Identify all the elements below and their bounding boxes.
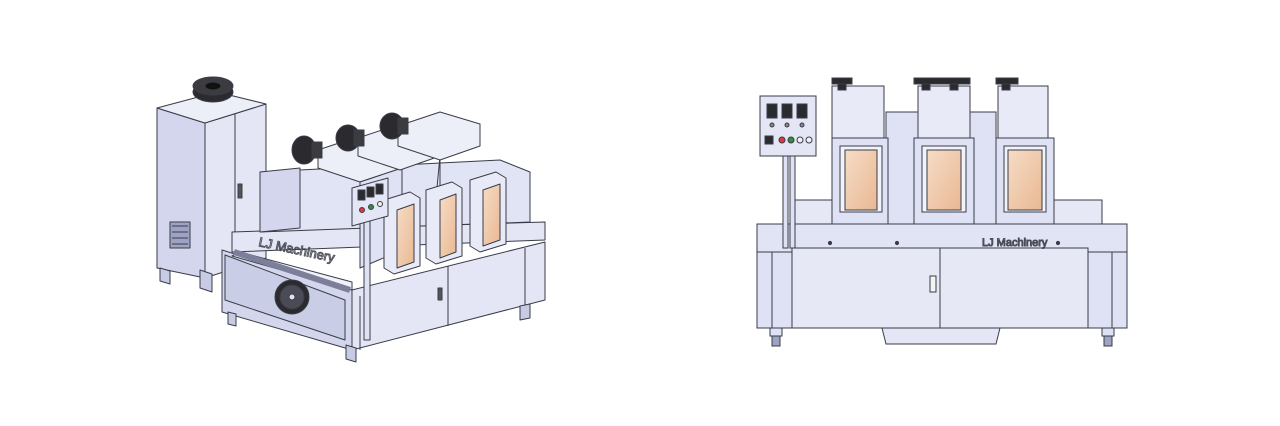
conveyor-base: LJ Machinery (221, 221, 546, 363)
front-base: LJ Machinery (756, 223, 1128, 347)
iso-control-panel (351, 177, 389, 341)
temperature-display-icon (796, 103, 808, 119)
temperature-display-icon (766, 103, 778, 119)
green-button-icon (787, 136, 795, 144)
front-control-panel (759, 95, 817, 249)
front-lamp-unit-2 (913, 77, 975, 225)
watermark-front: LJ Machinery (982, 237, 1048, 249)
front-lamp-unit-1 (831, 77, 889, 225)
red-button-icon (778, 136, 786, 144)
white-button-icon (796, 136, 804, 144)
front-view: LJ Machinery (756, 77, 1128, 347)
lamp-unit-3 (379, 111, 507, 253)
temperature-display-icon (781, 103, 793, 119)
front-lamp-unit-3 (995, 77, 1055, 225)
isometric-view: LJ Machinery (156, 76, 546, 363)
